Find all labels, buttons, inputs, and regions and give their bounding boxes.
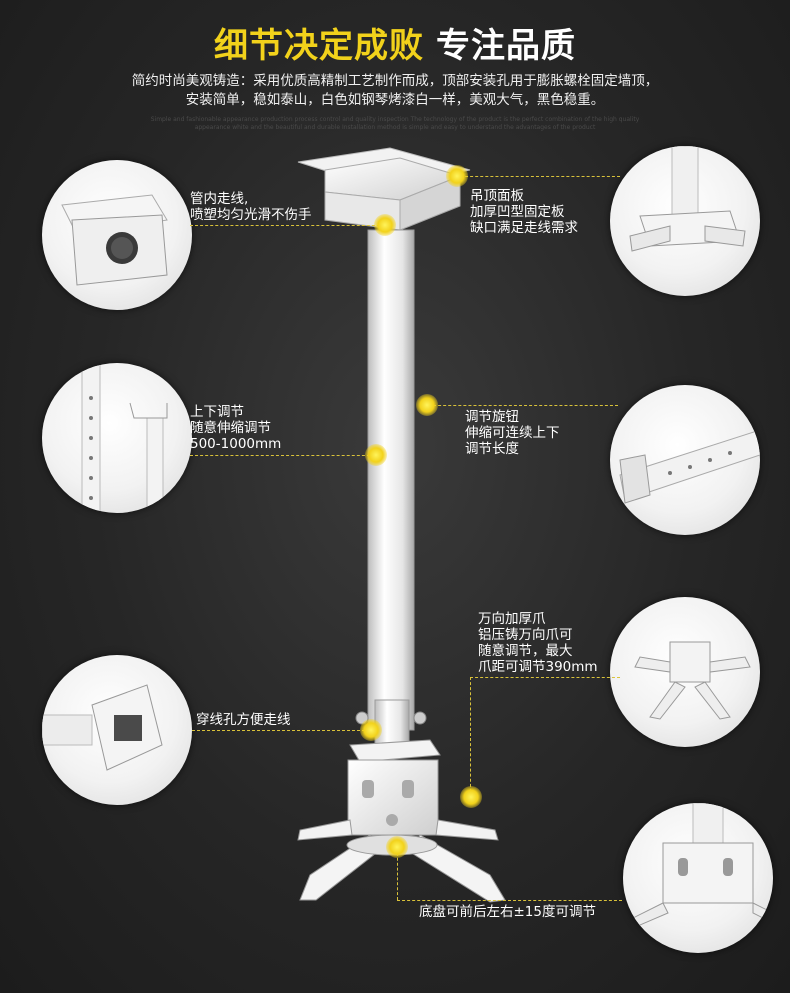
- callout-claw-line4: 爪距可调节390mm: [478, 659, 598, 675]
- faint-english-text: Simple and fashionable appearance produc…: [150, 116, 640, 131]
- marker-dot-knob: [416, 394, 438, 416]
- leader-wire: [192, 730, 370, 731]
- callout-ceiling-line2: 加厚凹型固定板: [470, 204, 565, 220]
- title-accent: 细节决定成败: [214, 26, 424, 66]
- callout-adjust: 上下调节 随意伸缩调节 500-1000mm: [190, 404, 281, 452]
- detail-circle-pipe: [42, 160, 192, 310]
- title-rest: 专注品质: [436, 26, 576, 66]
- pipe-detail-icon: [61, 194, 168, 286]
- leader-claw: [470, 677, 620, 678]
- intro-line-2: 安装简单，稳如泰山，白色如钢琴烤漆白一样，美观大气，黑色稳重。: [185, 92, 605, 108]
- callout-claw-line2: 铝压铸万向爪可: [478, 627, 573, 643]
- ceiling-plate-icon: [629, 146, 746, 252]
- leader-knob: [428, 405, 618, 406]
- page-title: 细节决定成败专注品质: [0, 18, 790, 67]
- callout-ceiling: 吊顶面板 加厚凹型固定板 缺口满足走线需求: [470, 188, 578, 236]
- marker-dot-pipe: [374, 214, 396, 236]
- callout-knob-line1: 调节旋钮: [465, 409, 519, 425]
- callout-ceiling-line3: 缺口满足走线需求: [470, 220, 578, 236]
- callout-claw-line3: 随意调节，最大: [478, 643, 573, 659]
- callout-ceiling-line1: 吊顶面板: [470, 188, 524, 204]
- leader-claw-vertical: [470, 677, 471, 797]
- intro-text: 简约时尚美观铸造：采用优质高精制工艺制作而成，顶部安装孔用于膨胀螺栓固定墙顶， …: [80, 72, 710, 110]
- telescopic-pole-icon: [81, 363, 168, 513]
- callout-adjust-line1: 上下调节: [190, 404, 244, 420]
- callout-pipe: 管内走线, 喷塑均匀光滑不伤手: [190, 191, 312, 223]
- leader-base-vertical: [397, 848, 398, 900]
- callout-adjust-line3: 500-1000mm: [190, 436, 282, 452]
- detail-circle-adjust: [42, 363, 192, 513]
- detail-circle-base: [623, 803, 773, 953]
- callout-pipe-line1: 管内走线,: [190, 191, 249, 207]
- callout-base: 底盘可前后左右±15度可调节: [419, 904, 596, 920]
- marker-dot-claw: [460, 786, 482, 808]
- detail-circle-claw: [610, 597, 760, 747]
- detail-circle-ceiling: [610, 146, 760, 296]
- callout-adjust-line2: 随意伸缩调节: [190, 420, 271, 436]
- detail-circle-knob: [610, 385, 760, 535]
- projector-mount-image: [297, 147, 506, 903]
- callout-knob-line2: 伸缩可连续上下: [465, 425, 560, 441]
- callout-wire: 穿线孔方便走线: [196, 712, 291, 728]
- callout-pipe-line2: 喷塑均匀光滑不伤手: [190, 207, 312, 223]
- leader-base: [397, 900, 622, 901]
- leader-ceiling: [460, 176, 620, 177]
- marker-dot-ceiling: [446, 165, 468, 187]
- intro-line-1: 简约时尚美观铸造：采用优质高精制工艺制作而成，顶部安装孔用于膨胀螺栓固定墙顶，: [131, 73, 659, 89]
- claw-detail-icon: [634, 641, 751, 720]
- marker-dot-base: [386, 836, 408, 858]
- callout-claw-line1: 万向加厚爪: [478, 611, 546, 627]
- callout-knob: 调节旋钮 伸缩可连续上下 调节长度: [465, 409, 560, 457]
- leader-adjust: [190, 455, 375, 456]
- knob-detail-icon: [619, 429, 760, 504]
- callout-wire-line1: 穿线孔方便走线: [196, 712, 291, 728]
- marker-dot-adjust: [365, 444, 387, 466]
- base-detail-icon: [632, 803, 773, 929]
- callout-base-line1: 底盘可前后左右±15度可调节: [419, 904, 596, 920]
- callout-claw: 万向加厚爪 铝压铸万向爪可 随意调节，最大 爪距可调节390mm: [478, 611, 598, 675]
- callout-knob-line3: 调节长度: [465, 441, 519, 457]
- wire-hole-icon: [42, 684, 163, 771]
- detail-circle-wire: [42, 655, 192, 805]
- marker-dot-wire: [360, 719, 382, 741]
- leader-pipe: [190, 225, 385, 226]
